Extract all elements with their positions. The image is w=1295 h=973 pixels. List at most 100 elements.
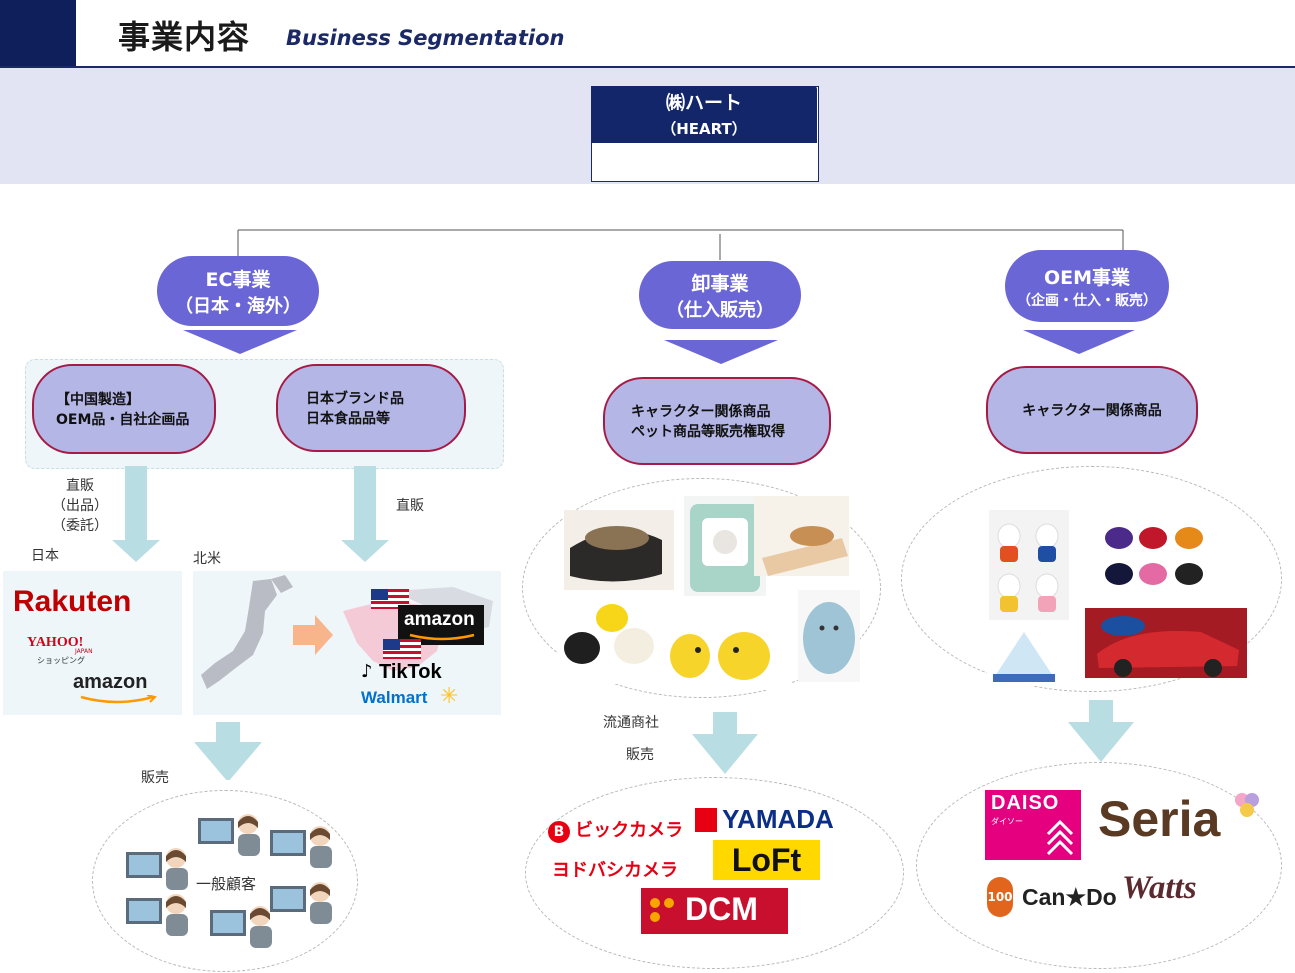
yamada-text: YAMADA [722,804,834,834]
daiso-chevron-icon [1046,819,1074,856]
pikachu-figures-photo [660,610,790,690]
daiso-text: DAISO [991,792,1060,814]
oem-retail-oval [916,762,1282,969]
yodobashi-logo: ヨドバシカメラ [552,860,678,881]
tiktok-logo: TikTok [379,661,442,683]
yahoo-japan-text: JAPAN [75,648,93,655]
dcm-text: DCM [685,891,758,927]
wholesale-pill: キャラクター関係商品 ペット商品等販売権取得 [603,377,831,465]
bic-b-icon: B [548,821,570,843]
ec-direct-l3: （委託） [52,518,108,534]
rakuten-logo: Rakuten [13,585,132,618]
cando-logo: Can★Do [1022,884,1117,910]
dcm-dots-icon [650,898,674,922]
yamada-logo: YAMADA [695,804,834,835]
ec-flow-arrows [112,466,389,780]
customers-illustration [126,814,332,948]
us-flag-icon [371,589,409,609]
ec-pill-china: 【中国製造】 OEM品・自社企画品 [32,364,216,454]
cat-scratcher-photo [754,496,849,576]
ec-pill-japan-l2: 日本食品品等 [306,411,390,427]
ec-direct-l1: 直販 [66,478,94,494]
yahoo-shopping-text: ショッピング [37,656,85,665]
ec-direct2-label: 直販 [396,498,424,514]
dcm-logo: DCM [641,888,788,934]
us-flag-icon-2 [383,639,421,659]
ec-pill-china-l1: 【中国製造】 [56,392,140,408]
watts-logo: Watts [1122,870,1197,906]
na-marketplaces: amazon ♪ TikTok Walmart ✳ [193,571,501,715]
ec-pill-japan-l1: 日本ブランド品 [306,391,404,407]
amazon-jp-logo: amazon [73,671,148,693]
oem-product-photos [987,510,1247,686]
segment-wholesale: 卸事業 （仕入販売） [639,261,801,329]
wholesale-pill-l2: ペット商品等販売権取得 [631,424,785,440]
miffy-figures-photo [989,510,1069,620]
ec-sales-label: 販売 [141,770,169,786]
segment-ec-title: EC事業 [205,268,271,291]
segment-oem-sub: （企画・仕入・販売） [1017,292,1157,309]
amazon-us-smile-icon [409,633,475,641]
wholesale-retail-oval [525,777,904,969]
character-triangle-photo [987,628,1061,686]
ec-na-label: 北米 [193,551,221,567]
segment-oem-title: OEM事業 [1043,266,1131,289]
pet-carrier-photo [684,496,766,596]
sumikko-figure-photo [798,590,860,682]
segment-wholesale-title: 卸事業 [691,272,749,295]
oem-pill: キャラクター関係商品 [986,366,1198,454]
bic-camera-text: ビックカメラ [575,820,684,841]
ec-direct-label: 直販 （出品） （委託） [52,476,108,536]
loft-logo: LoFt [713,840,820,880]
daiso-logo: DAISO ダイソー [985,790,1081,860]
customers-oval [92,790,358,972]
wholesale-sales-label: 販売 [626,747,654,763]
amazon-us-logo: amazon [404,609,475,630]
cando-100-icon: 100 [987,877,1013,917]
ec-direct-l2: （出品） [52,498,108,514]
oem-pill-text: キャラクター関係商品 [1022,403,1162,419]
yamada-house-icon [695,807,717,832]
segment-ec-arrow [183,330,297,354]
segment-ec-sub: （日本・海外） [175,295,301,317]
rc-car-photo [1085,608,1247,678]
seria-flower-icon [1235,793,1259,817]
amazon-smile-icon [80,695,157,704]
bic-camera-logo: B ビックカメラ [548,816,683,843]
page-subtitle: Business Segmentation [286,26,565,50]
rody-colors-photo [1099,516,1213,598]
daiso-kana: ダイソー [991,817,1023,826]
ec-pill-japan: 日本ブランド品 日本食品品等 [276,364,466,452]
ec-japan-label: 日本 [31,548,59,564]
yahoo-logo: YAHOO! [27,635,84,650]
oem-products-oval [901,466,1282,692]
japan-marketplaces: Rakuten YAHOO! JAPAN ショッピング amazon [3,571,182,715]
segment-wholesale-sub: （仕入販売） [666,299,774,321]
wholesale-pill-l1: キャラクター関係商品 [631,404,771,420]
cat-bed-photo [564,510,674,590]
wholesale-flow-arrow [692,712,758,774]
wholesale-product-photos [558,496,860,690]
walmart-spark-icon: ✳ [440,684,459,709]
company-header: ㈱ハート （HEART） [591,86,817,143]
segment-oem-arrow [1023,330,1135,354]
tiktok-icon: ♪ [361,661,373,682]
header-divider [0,66,1295,68]
walmart-logo: Walmart [361,688,428,707]
wholesale-products-oval [522,478,881,698]
tree-connectors [237,229,1124,260]
segment-oem: OEM事業 （企画・仕入・販売） [1005,250,1169,322]
loft-text: LoFt [731,842,802,878]
company-sub: （HEART） [661,120,747,138]
customers-label: 一般顧客 [196,875,257,893]
page-title: 事業内容 [118,18,251,56]
amazon-us-tile: amazon [398,605,484,645]
seria-logo: Seria [1098,791,1221,847]
rody-toys-photo [558,596,676,684]
oem-flow-arrow [1068,700,1134,762]
segment-wholesale-arrow [664,340,778,364]
header-accent-block [0,0,76,66]
segment-ec: EC事業 （日本・海外） [157,256,319,326]
company-name: ㈱ハート [665,92,742,114]
ec-pill-china-l2: OEM品・自社企画品 [56,412,190,428]
